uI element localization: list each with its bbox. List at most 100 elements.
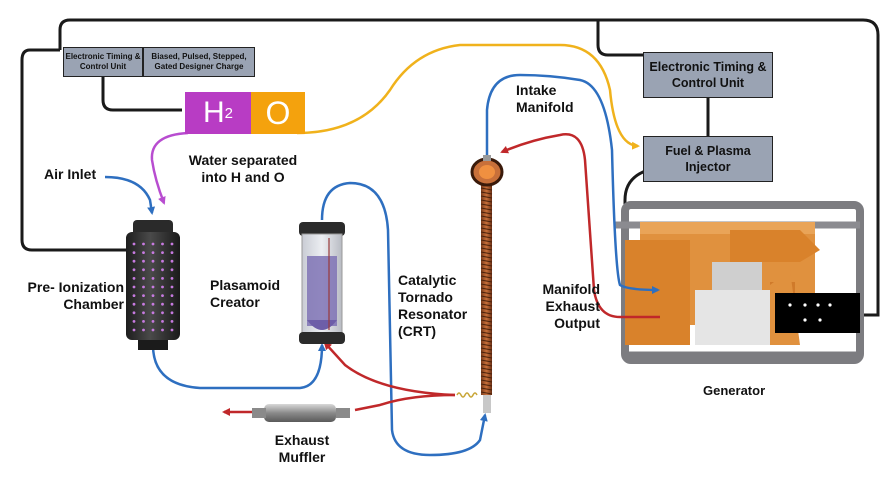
coil-winding bbox=[480, 227, 493, 231]
chamber-dot bbox=[161, 328, 164, 332]
spring-icon bbox=[456, 392, 478, 398]
oxygen-label: O bbox=[265, 94, 291, 131]
coil-winding bbox=[480, 391, 493, 395]
manifold-exhaust-label: Manifold Exhaust Output bbox=[542, 281, 600, 331]
oxygen-cell: O bbox=[251, 92, 305, 134]
chamber-dot bbox=[132, 251, 136, 255]
intake-manifold-line bbox=[485, 73, 660, 294]
generator-icon bbox=[615, 201, 864, 364]
coil-winding bbox=[480, 303, 493, 307]
chamber-dot bbox=[170, 268, 174, 272]
chamber-dot bbox=[170, 259, 174, 263]
air-inlet-line bbox=[104, 175, 156, 215]
coil-winding bbox=[480, 355, 493, 359]
big-control-unit-box: Electronic Timing & Control Unit bbox=[643, 52, 773, 98]
chamber-dot bbox=[170, 242, 174, 246]
coil-winding bbox=[480, 371, 493, 375]
chamber-dot bbox=[142, 285, 145, 289]
coil-winding bbox=[480, 283, 493, 287]
coil-winding bbox=[480, 367, 493, 371]
exhaust-to-muffler-line bbox=[354, 393, 456, 412]
coil-winding bbox=[480, 271, 493, 275]
chamber-dot bbox=[161, 251, 164, 255]
coil-winding bbox=[480, 335, 493, 339]
chamber-dot bbox=[132, 277, 136, 280]
chamber-dot bbox=[142, 242, 145, 246]
oxygen-line bbox=[296, 43, 640, 150]
chamber-dot bbox=[142, 302, 145, 306]
chamber-dot bbox=[132, 259, 136, 263]
chamber-dot bbox=[161, 277, 164, 280]
charge-unit-box: Biased, Pulsed, Stepped, Gated Designer … bbox=[143, 47, 255, 77]
coil-winding bbox=[480, 279, 493, 283]
coil-winding bbox=[480, 347, 493, 351]
chamber-dot bbox=[161, 285, 164, 289]
chamber-dot bbox=[170, 251, 174, 255]
coil-winding bbox=[480, 379, 493, 383]
manifold-exhaust-line bbox=[500, 133, 660, 319]
hydrogen-line bbox=[150, 131, 189, 205]
coil-winding bbox=[480, 287, 493, 291]
small-control-unit-label: Electronic Timing & Control Unit bbox=[65, 52, 141, 71]
coil-winding bbox=[480, 199, 493, 203]
coil-winding bbox=[480, 299, 493, 303]
air-inlet-label: Air Inlet bbox=[44, 166, 97, 182]
coil-winding bbox=[480, 315, 493, 319]
h2-subscript: 2 bbox=[224, 104, 233, 122]
chamber-dot bbox=[151, 285, 155, 289]
coil-winding bbox=[480, 311, 493, 315]
intake-manifold-label: Intake Manifold bbox=[516, 82, 574, 115]
injector-box: Fuel & Plasma Injector bbox=[643, 136, 773, 182]
water-separated-label: Water separated into H and O bbox=[188, 152, 298, 185]
canister-icon bbox=[299, 222, 345, 344]
chamber-dot bbox=[142, 277, 145, 280]
coil-winding bbox=[480, 207, 493, 211]
chamber-dot bbox=[170, 294, 174, 297]
chamber-dot bbox=[142, 294, 145, 297]
coil-winding bbox=[480, 263, 493, 267]
exhaust-muffler-label: Exhaust Muffler bbox=[274, 432, 330, 465]
coil-winding bbox=[480, 383, 493, 387]
coil-winding bbox=[480, 267, 493, 271]
chamber-dot bbox=[161, 320, 164, 323]
coil-winding bbox=[480, 219, 493, 223]
chamber-dot bbox=[142, 320, 145, 323]
coil-winding bbox=[480, 331, 493, 335]
coil-winding bbox=[480, 235, 493, 239]
chamber-dot bbox=[132, 311, 136, 315]
chamber-dot bbox=[151, 302, 155, 306]
coil-winding bbox=[480, 255, 493, 259]
coil-winding bbox=[480, 359, 493, 363]
crt-label: Catalytic Tornado Resonator (CRT) bbox=[398, 272, 468, 339]
chamber-dot bbox=[132, 320, 136, 323]
chamber-dot bbox=[151, 268, 155, 272]
h2-label: H bbox=[202, 96, 225, 129]
exhaust-return-line bbox=[323, 341, 456, 397]
coil-winding bbox=[480, 223, 493, 227]
coil-winding bbox=[480, 375, 493, 379]
chamber-dot bbox=[142, 259, 145, 263]
charge-unit-label: Biased, Pulsed, Stepped, Gated Designer … bbox=[151, 52, 247, 71]
chamber-to-plasmoid-line bbox=[151, 343, 326, 390]
plasmoid-creator-label: Plasamoid Creator bbox=[210, 277, 281, 310]
chamber-dot bbox=[142, 311, 145, 315]
big-control-unit-label: Electronic Timing & Control Unit bbox=[649, 60, 767, 90]
control-wire-left bbox=[20, 48, 130, 252]
chamber-dot bbox=[151, 311, 155, 315]
muffler-icon bbox=[252, 404, 350, 422]
chamber-dot bbox=[142, 328, 145, 332]
chamber-dot bbox=[161, 242, 164, 246]
coil-winding bbox=[480, 387, 493, 391]
chamber-dot bbox=[161, 294, 164, 297]
coil-winding bbox=[480, 211, 493, 215]
coil-winding bbox=[480, 251, 493, 255]
chamber-dot bbox=[132, 268, 136, 272]
chamber-dot bbox=[132, 328, 136, 332]
coil-winding bbox=[480, 339, 493, 343]
chamber-dot bbox=[151, 294, 155, 297]
chamber-dot bbox=[170, 320, 174, 323]
chamber-dot bbox=[161, 311, 164, 315]
